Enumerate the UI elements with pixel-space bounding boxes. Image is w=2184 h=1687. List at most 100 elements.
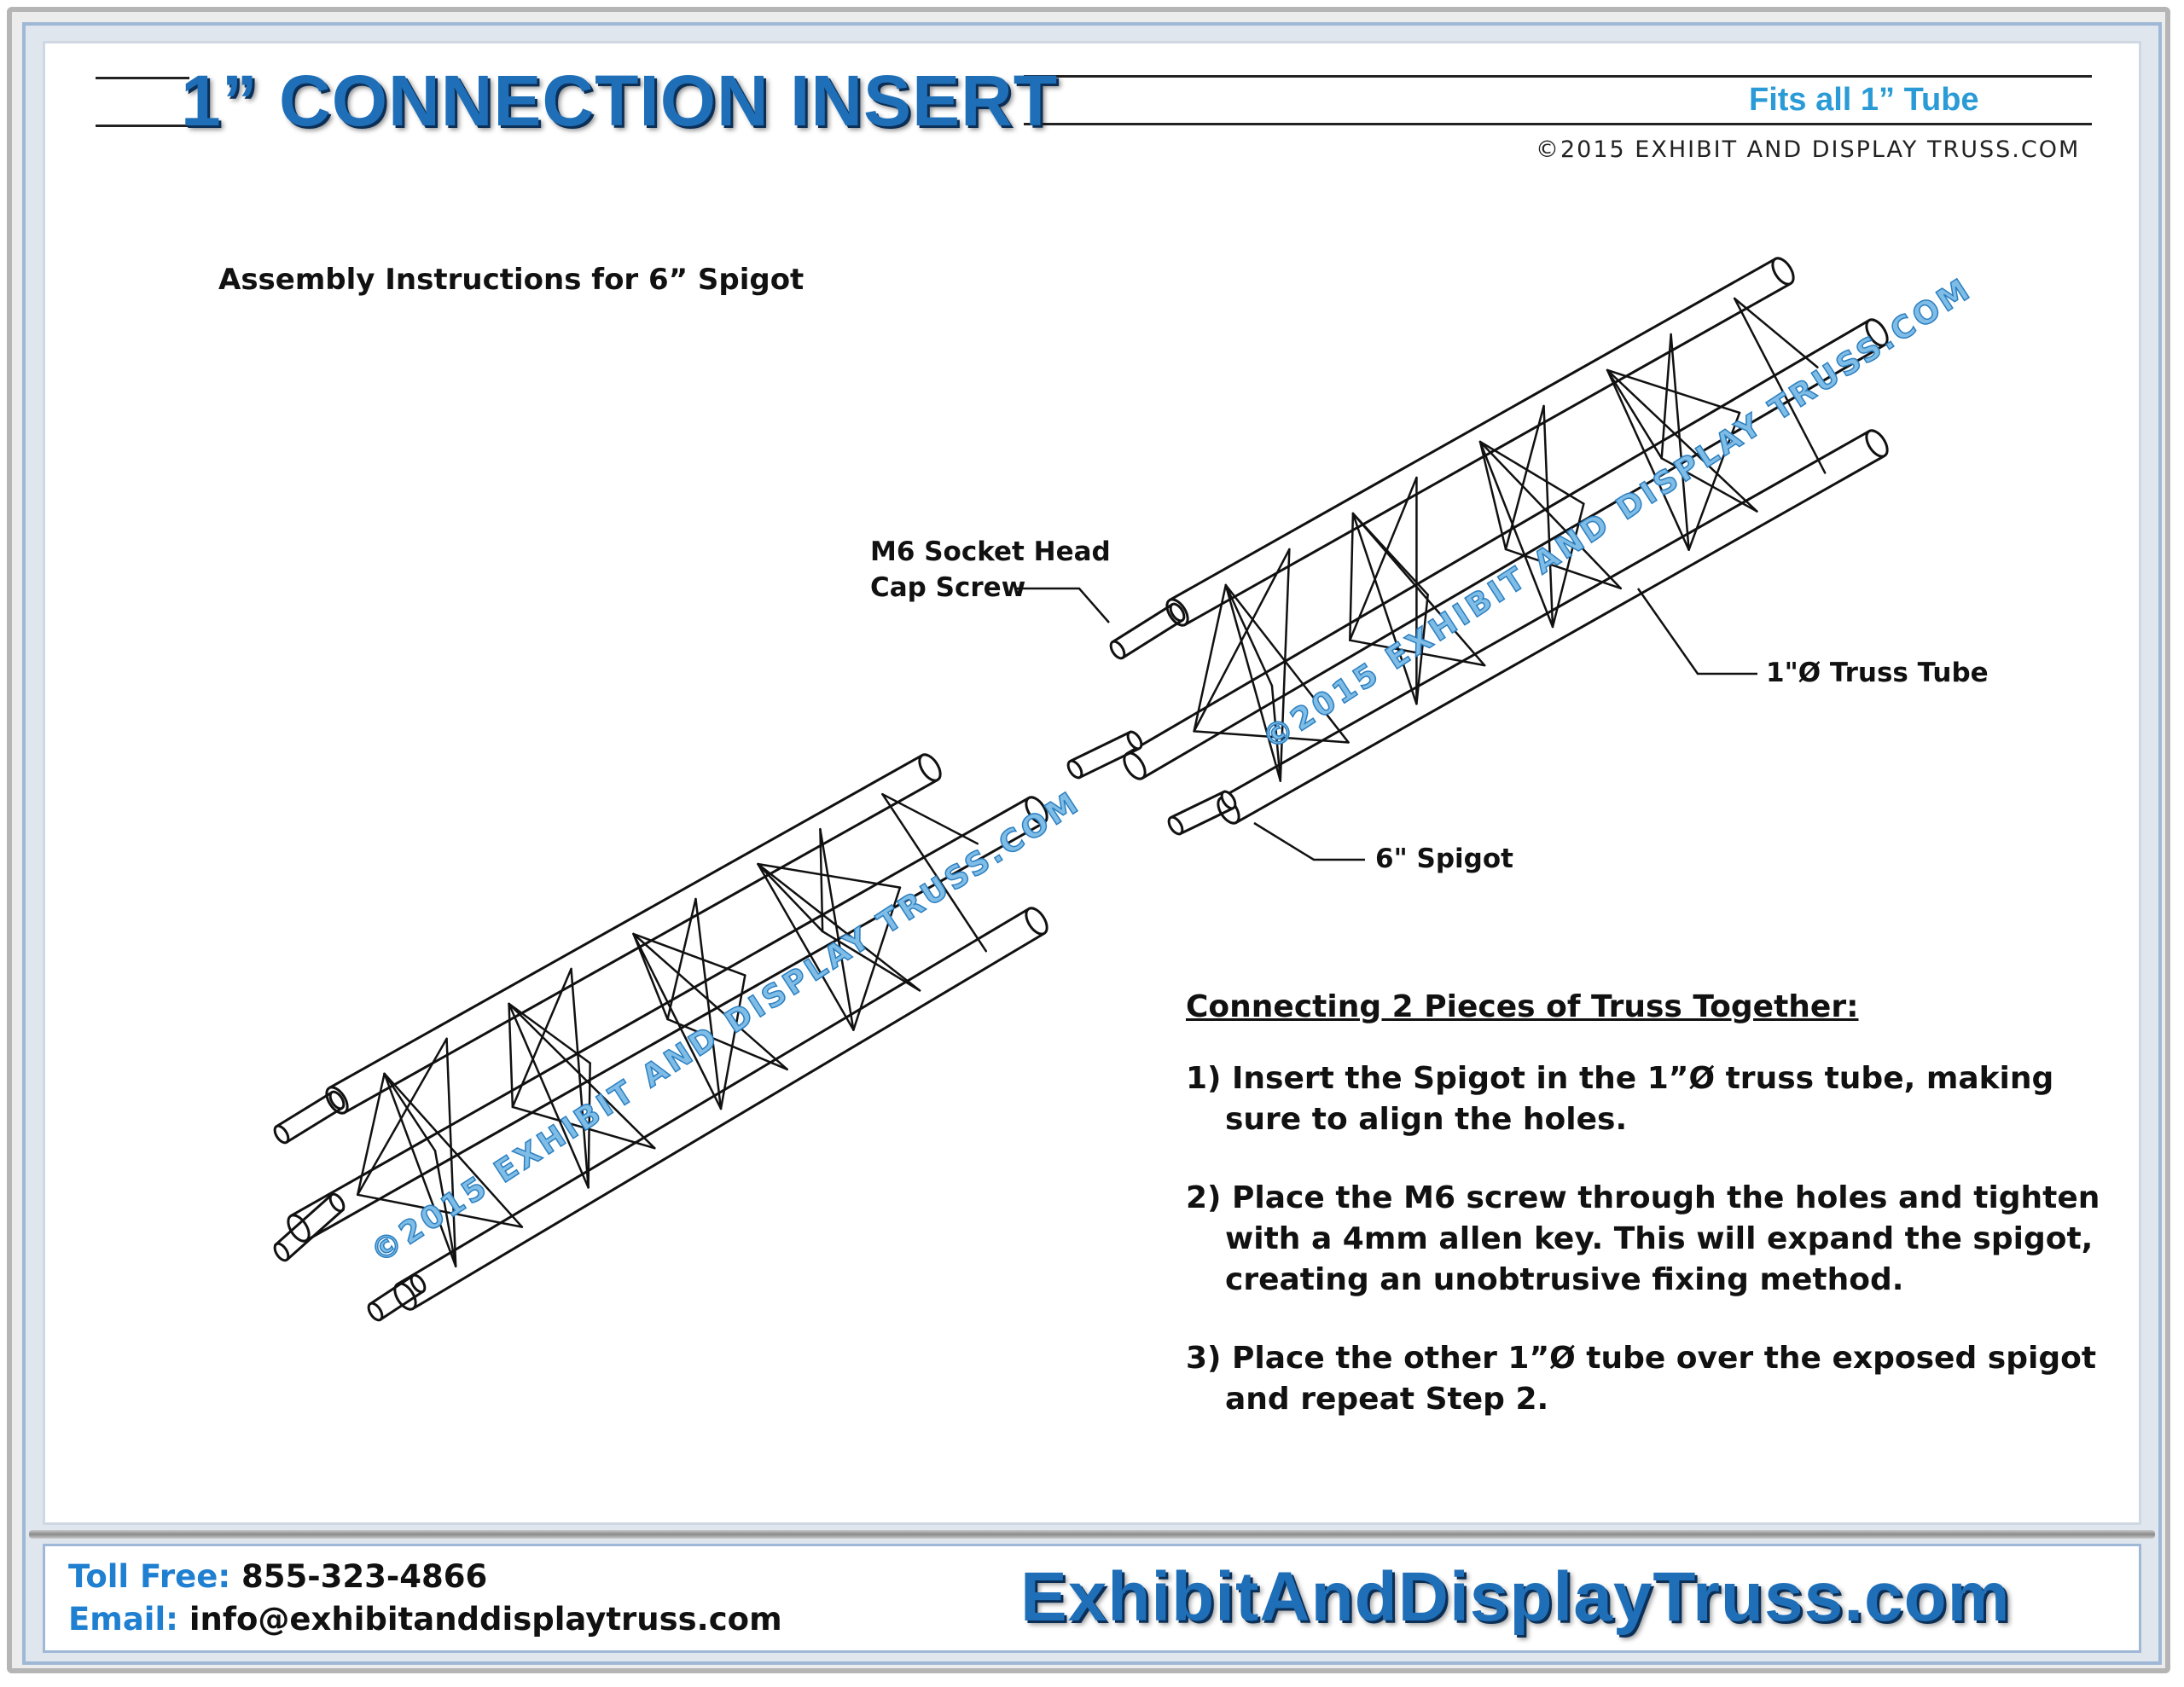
truss-stroke	[1733, 297, 1819, 368]
tube-end	[393, 1282, 417, 1311]
truss-stroke	[1349, 476, 1418, 641]
callout-leader	[1253, 821, 1365, 861]
tube-end	[1220, 790, 1237, 810]
tube-end	[410, 1273, 427, 1294]
truss-stroke	[632, 932, 669, 1021]
truss-stroke	[1111, 603, 1174, 644]
header-rule-right-top	[1024, 75, 2092, 78]
truss-stroke	[1660, 457, 1758, 513]
truss-stroke	[1551, 502, 1585, 629]
truss-stroke	[1349, 639, 1486, 667]
watermark-left: ©2015 EXHIBIT AND DISPLAY TRUSS.COM	[365, 785, 1088, 1271]
truss-stroke	[286, 1208, 345, 1261]
truss-stroke	[1141, 344, 1886, 780]
callout-screw-line2: Cap Screw	[870, 572, 1026, 603]
brand-website[interactable]: ExhibitAndDisplayTruss.com	[1020, 1558, 2011, 1636]
callout-leader	[1636, 588, 1757, 675]
truss-stroke	[694, 897, 723, 1110]
tube-end	[1865, 429, 1889, 458]
tube-end	[1167, 815, 1184, 836]
step-3-line1: 3) Place the other 1”Ø tube over the exp…	[1186, 1341, 2097, 1376]
truss-stroke	[274, 1194, 333, 1247]
truss-stroke	[1279, 548, 1291, 782]
callout-screw: M6 Socket Head Cap Screw	[870, 534, 1111, 606]
callout-spigot: 6" Spigot	[1375, 844, 1513, 874]
truss-stroke	[379, 1290, 425, 1321]
truss-stroke	[1182, 282, 1792, 627]
truss-stroke	[1687, 411, 1741, 551]
copyright-notice: ©2015 EXHIBIT AND DISPLAY TRUSS.COM	[1536, 136, 2081, 163]
truss-stroke	[1220, 429, 1872, 799]
truss-stroke	[1660, 333, 1672, 460]
truss-stroke	[1224, 583, 1350, 744]
truss-stroke	[1478, 440, 1623, 590]
truss-stroke	[1121, 618, 1184, 659]
truss-stroke	[666, 1017, 788, 1071]
footer-divider	[29, 1530, 2155, 1539]
tube-end	[1109, 640, 1126, 660]
header-rule-left-top	[96, 77, 189, 79]
step-2-line1: 2) Place the M6 screw through the holes …	[1186, 1180, 2100, 1215]
truss-stroke	[570, 967, 590, 1189]
instructions-heading: Connecting 2 Pieces of Truss Together:	[1186, 989, 1859, 1024]
truss-stroke	[411, 932, 1046, 1311]
truss-stroke	[433, 1150, 457, 1268]
truss-stroke	[1606, 368, 1741, 415]
tube-end	[918, 753, 942, 782]
step-1-line2: sure to align the holes.	[1225, 1102, 1628, 1137]
tube-end	[273, 1124, 290, 1145]
truss-stroke	[757, 862, 824, 933]
instructions: Connecting 2 Pieces of Truss Together: 1…	[1186, 989, 2124, 1458]
truss-stroke	[1069, 730, 1132, 762]
truss-stroke	[757, 862, 855, 1031]
truss-stroke	[1125, 318, 1871, 755]
tube-end	[273, 1242, 290, 1262]
truss-stroke	[328, 753, 925, 1089]
truss-stroke	[1733, 297, 1827, 474]
truss-stroke	[1670, 333, 1690, 551]
truss-stroke	[719, 974, 746, 1110]
truss-stroke	[1478, 440, 1554, 629]
truss-stroke	[383, 1072, 524, 1228]
truss-stroke	[1178, 807, 1234, 836]
step-2: 2) Place the M6 screw through the holes …	[1186, 1178, 2124, 1301]
truss-stroke	[1349, 512, 1355, 641]
tube-end	[328, 1090, 346, 1110]
tube-end	[1865, 318, 1889, 347]
truss-stroke	[819, 827, 855, 1031]
truss-stroke	[757, 862, 921, 992]
truss-stroke	[1234, 455, 1885, 825]
truss-stroke	[587, 1062, 591, 1189]
email-label: Email:	[68, 1601, 178, 1638]
callout-truss-tube: 1"Ø Truss Tube	[1766, 658, 1989, 688]
toll-free-number[interactable]: 855-323-4866	[241, 1558, 488, 1595]
truss-stroke	[632, 932, 746, 977]
truss-stroke	[383, 1072, 437, 1152]
truss-stroke	[508, 1002, 591, 1064]
truss-stroke	[1193, 730, 1350, 744]
page-subtitle: Fits all 1” Tube	[1749, 82, 1979, 118]
truss-stroke	[1478, 440, 1507, 551]
truss-stroke	[881, 792, 979, 845]
truss-stroke	[1224, 583, 1274, 687]
truss-stroke	[356, 1037, 448, 1197]
truss-stroke	[290, 796, 1031, 1217]
step-2-line2: with a 4mm allen key. This will expand t…	[1225, 1221, 2094, 1256]
step-3-line2: and repeat Step 2.	[1225, 1382, 1549, 1417]
header-rule-right-bottom	[1024, 123, 2092, 125]
step-3: 3) Place the other 1”Ø tube over the exp…	[1186, 1338, 2124, 1420]
email-row: Email: info@exhibitanddisplaytruss.com	[68, 1598, 782, 1641]
email-address[interactable]: info@exhibitanddisplaytruss.com	[189, 1601, 782, 1638]
tube-end	[1025, 907, 1048, 936]
step-1-line1: 1) Insert the Spigot in the 1”Ø truss tu…	[1186, 1061, 2054, 1096]
callout-leader	[1015, 587, 1110, 623]
step-1: 1) Insert the Spigot in the 1”Ø truss tu…	[1186, 1058, 2124, 1140]
truss-stroke	[369, 1274, 415, 1306]
truss-stroke	[1170, 790, 1226, 819]
tube-end	[1025, 796, 1048, 825]
truss-stroke	[1606, 368, 1663, 460]
truss-stroke	[1542, 404, 1554, 629]
truss-stroke	[821, 930, 921, 992]
tube-end	[1126, 730, 1143, 751]
callout-screw-line1: M6 Socket Head	[870, 536, 1111, 567]
